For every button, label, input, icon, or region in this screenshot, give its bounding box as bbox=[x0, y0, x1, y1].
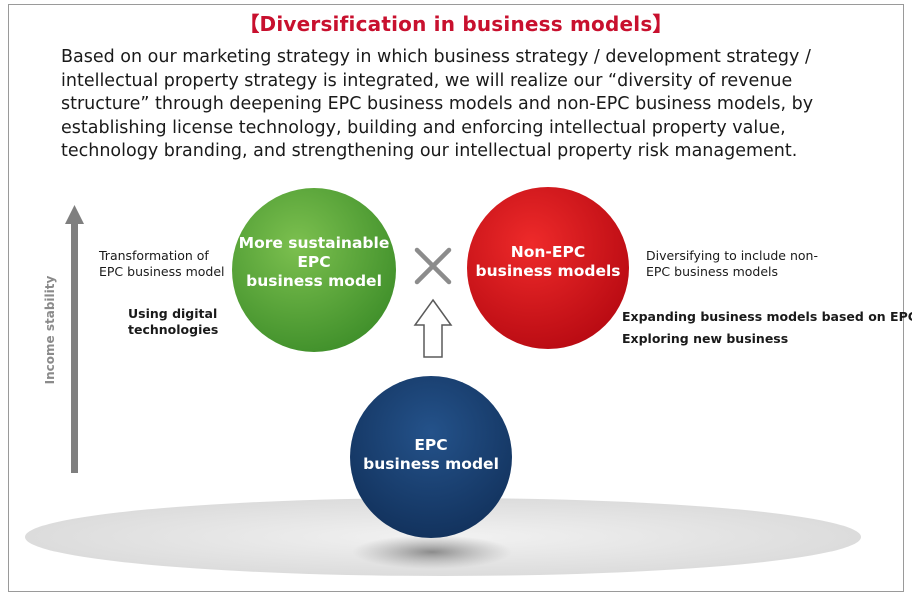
note-line: EPC business models bbox=[646, 264, 779, 279]
intro-line: technology branding, and strengthening o… bbox=[61, 141, 798, 161]
cross-icon bbox=[414, 247, 452, 285]
intro-line: establishing license technology, buildin… bbox=[61, 117, 786, 138]
note-line: Transformation of bbox=[99, 248, 209, 263]
up-arrow-icon bbox=[413, 298, 453, 358]
note-line: technologies bbox=[128, 322, 219, 337]
circle-label-line: business model bbox=[363, 455, 499, 473]
expanding-note: Expanding business models based on EPC bbox=[622, 309, 912, 324]
circle-label-line: More sustainable bbox=[238, 234, 390, 252]
axis-label: Income stability bbox=[43, 275, 57, 385]
page-title: 【Diversification in business models】 bbox=[239, 12, 673, 36]
intro-line: Based on our marketing strategy in which… bbox=[61, 47, 811, 67]
diversifying-note: Diversifying to include non- EPC busines… bbox=[646, 248, 818, 280]
note-line: Diversifying to include non- bbox=[646, 248, 818, 263]
non-epc-circle bbox=[467, 187, 629, 349]
sustainable-epc-label: More sustainable EPC business model bbox=[232, 234, 396, 291]
note-line: EPC business model bbox=[99, 264, 225, 279]
circle-label-line: Non-EPC bbox=[510, 243, 586, 261]
note-line: Using digital bbox=[128, 306, 218, 321]
circle-label-line: business model bbox=[246, 272, 382, 290]
non-epc-label: Non-EPC business models bbox=[467, 243, 629, 281]
exploring-note: Exploring new business bbox=[622, 331, 789, 346]
intro-line: intellectual property strategy is integr… bbox=[61, 70, 793, 91]
sustainable-epc-circle bbox=[232, 188, 396, 352]
diagram-frame bbox=[8, 4, 904, 592]
circle-label-line: EPC bbox=[414, 436, 448, 454]
intro-line: structure” through deepening EPC busines… bbox=[61, 94, 814, 114]
circle-label-line: business models bbox=[475, 262, 621, 280]
digital-note: Using digital technologies bbox=[128, 306, 218, 338]
circle-label-line: EPC bbox=[297, 253, 331, 271]
circle-shadow bbox=[352, 535, 512, 569]
epc-label: EPC business model bbox=[350, 436, 512, 474]
up-axis-arrow-icon bbox=[65, 205, 84, 473]
intro-paragraph: Based on our marketing strategy in which… bbox=[61, 46, 861, 164]
epc-circle bbox=[350, 376, 512, 538]
transformation-note: Transformation of EPC business model bbox=[99, 248, 225, 280]
